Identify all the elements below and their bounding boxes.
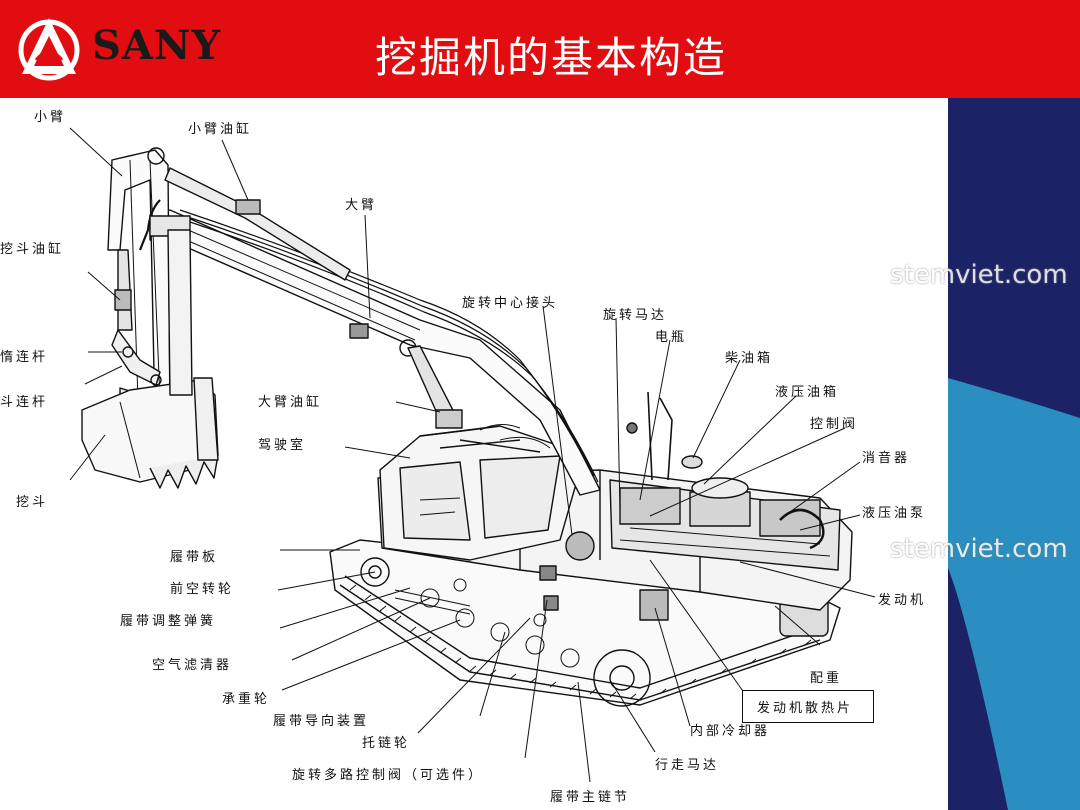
label-bucket-link: 斗连杆: [0, 395, 49, 410]
leader-lines: [69, 127, 876, 783]
label-track-chain: 履带主链节: [550, 790, 631, 805]
label-engine: 发动机: [878, 593, 927, 608]
label-carrier-roller: 托链轮: [362, 736, 411, 751]
label-center-joint: 旋转中心接头: [462, 296, 559, 311]
label-swing-control-valve: 旋转多路控制阀（可选件）: [292, 768, 485, 783]
watermark-top: stemviet.com: [890, 260, 1068, 290]
label-boom: 大臂: [345, 198, 378, 213]
sany-logo-icon: [18, 14, 80, 82]
label-track-roller: 承重轮: [222, 692, 271, 707]
label-control-valve: 控制阀: [810, 417, 859, 432]
page-title: 挖掘机的基本构造: [375, 33, 728, 82]
label-swing-motor: 旋转马达: [603, 308, 668, 323]
label-front-idler: 前空转轮: [170, 582, 235, 597]
watermark-bottom: stemviet.com: [890, 534, 1068, 564]
label-counterweight: 配重: [810, 671, 843, 686]
header-bar: SANY 挖掘机的基本构造: [0, 0, 1080, 98]
arm-cylinder: [164, 167, 351, 281]
label-bucket: 挖斗: [16, 495, 49, 510]
label-arm: 小臂: [34, 110, 67, 125]
arm: [107, 147, 191, 421]
label-arm-cylinder: 小臂油缸: [188, 122, 253, 137]
label-hydraulic-tank: 液压油箱: [775, 385, 840, 400]
label-boom-cylinder: 大臂油缸: [258, 395, 323, 410]
excavator-diagram: [69, 127, 876, 783]
label-travel-motor: 行走马达: [655, 758, 720, 773]
label-battery: 电瓶: [655, 330, 688, 345]
label-hydraulic-pump: 液压油泵: [862, 506, 927, 521]
decorative-side-panel: [948, 98, 1080, 810]
label-idler-link: 惰连杆: [0, 350, 49, 365]
label-track-spring: 履带调整弹簧: [120, 614, 217, 629]
cab: [379, 424, 581, 561]
label-oil-cooler: 内部冷却器: [690, 724, 771, 739]
label-track-shoe: 履带板: [170, 550, 219, 565]
brand-name: SANY: [92, 22, 222, 69]
label-cab: 驾驶室: [258, 438, 307, 453]
bucket: [81, 379, 219, 489]
label-radiator: 发动机散热片: [742, 690, 875, 723]
boom-cylinder: [407, 345, 463, 429]
label-air-filter: 空气滤清器: [152, 658, 233, 673]
label-muffler: 消音器: [862, 451, 911, 466]
label-bucket-cylinder: 挖斗油缸: [0, 242, 65, 257]
label-diesel-tank: 柴油箱: [725, 351, 774, 366]
label-track-guide: 履带导向装置: [273, 714, 370, 729]
boom-base: [167, 229, 219, 461]
